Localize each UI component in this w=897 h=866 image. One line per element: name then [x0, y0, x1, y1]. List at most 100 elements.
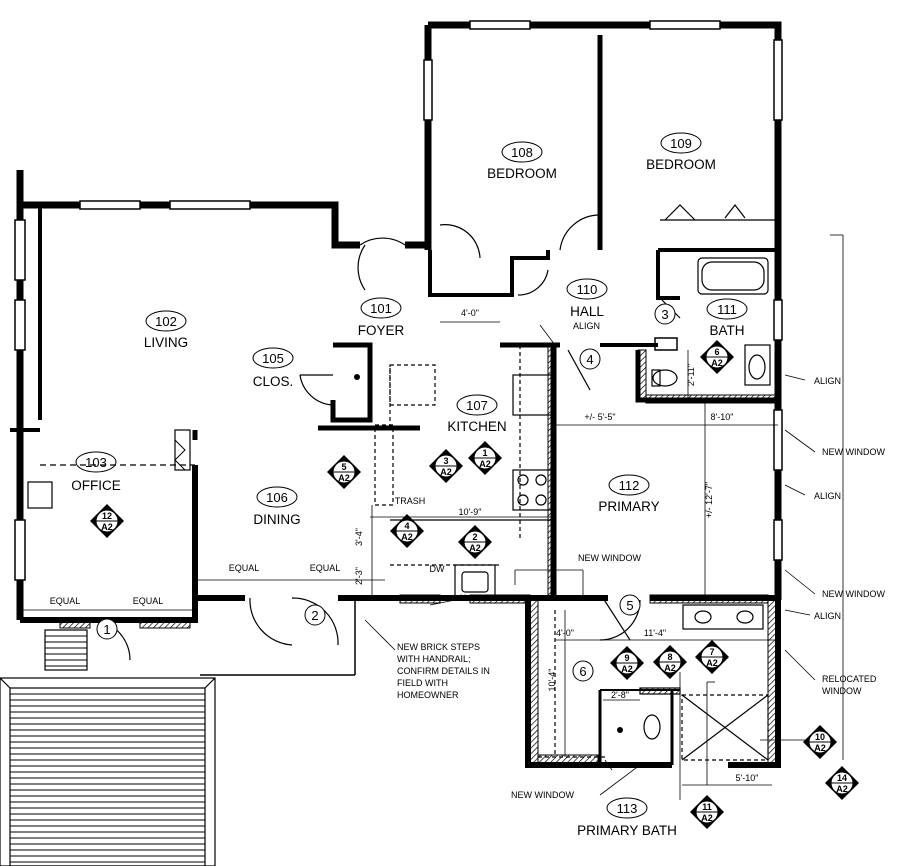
section-tag-number: 14: [837, 773, 847, 783]
section-tag-sheet: A2: [664, 663, 676, 673]
note-steps-3: CONFIRM DETAILS IN: [397, 666, 490, 676]
note-new-window-4: NEW WINDOW: [511, 790, 574, 800]
door-tag-1: 1: [103, 622, 110, 637]
section-tag-number: 4: [404, 521, 409, 531]
section-tag-2: 2A2: [458, 525, 492, 559]
dim-foyer-width: 4'-0": [461, 308, 479, 318]
section-tag-number: 2: [472, 532, 477, 542]
section-tag-1: 1A2: [468, 441, 502, 475]
room-number-111: 111: [717, 302, 737, 317]
bath-marker: [617, 727, 623, 733]
dim-kitchen-width: 10'-9": [459, 507, 482, 517]
section-tag-7: 7A2: [695, 640, 729, 674]
section-tag-number: 10: [815, 732, 825, 742]
section-tag-sheet: A2: [621, 664, 633, 674]
note-align-hall: ALIGN: [573, 321, 600, 331]
room-number-108: 108: [511, 145, 533, 160]
dim-pb-b: 11'-4": [644, 628, 666, 638]
dimension-labels: 4'-0" +/- 5'-5" 8'-10" 2'-11" +/- 12'-7"…: [50, 308, 759, 783]
room-number-105: 105: [262, 351, 284, 366]
label-dishwasher: DW: [430, 564, 445, 574]
dim-hall-width: +/- 5'-5": [584, 412, 615, 422]
section-tag-3: 3A2: [429, 449, 463, 483]
room-number-101: 101: [370, 301, 392, 316]
door-tag-3: 3: [661, 307, 668, 322]
room-name-dining: DINING: [253, 512, 300, 527]
stair-treads: [10, 635, 205, 863]
room-number-oval: [360, 297, 402, 319]
door-tag-6: 6: [579, 664, 586, 679]
room-number-106: 106: [266, 490, 288, 505]
room-name-primary-bath: PRIMARY BATH: [577, 823, 677, 838]
dim-pb-a: 4'-0": [556, 628, 574, 638]
door-tag-5: 5: [626, 598, 633, 613]
section-tag-sheet: A2: [101, 522, 113, 532]
room-number-112: 112: [619, 478, 640, 493]
section-tag-5: 5A2: [327, 455, 361, 489]
note-new-window-3: NEW WINDOW: [578, 553, 641, 563]
section-tag-number: 6: [714, 347, 719, 357]
fixtures: [0, 204, 775, 866]
room-labels: 101 FOYER 102 LIVING 103 OFFICE 105 CLOS…: [71, 132, 748, 838]
dim-kitchen-a: 3'-4": [354, 528, 364, 546]
windows: [14, 20, 783, 581]
closet-marker: [354, 374, 360, 380]
section-tag-number: 7: [709, 647, 714, 657]
note-new-window-1: NEW WINDOW: [822, 447, 885, 457]
dim-equal-4: EQUAL: [133, 596, 164, 606]
dim-bath-width: 8'-10": [711, 412, 734, 422]
note-relocated-window-2: WINDOW: [822, 686, 862, 696]
dim-primary-depth: +/- 12'-7": [704, 482, 714, 518]
room-name-kitchen: KITCHEN: [447, 419, 506, 434]
room-name-closet: CLOS.: [253, 374, 294, 389]
dim-equal-3: EQUAL: [50, 596, 81, 606]
dim-kitchen-b: 2'-3": [354, 567, 364, 585]
room-name-office: OFFICE: [71, 478, 121, 493]
note-steps-1: NEW BRICK STEPS: [397, 642, 480, 652]
section-tag-sheet: A2: [469, 543, 481, 553]
section-tags: 2A23A21A24A25A26A27A28A29A210A211A212A21…: [90, 340, 859, 829]
door-tag-2: 2: [311, 608, 318, 623]
section-tag-sheet: A2: [338, 473, 350, 483]
bath-accessory: [654, 337, 678, 351]
room-name-hall: HALL: [570, 304, 604, 319]
section-tag-8: 8A2: [653, 645, 687, 679]
room-number-109: 109: [670, 136, 692, 151]
section-tag-6: 6A2: [700, 340, 734, 374]
room-number-113: 113: [617, 801, 638, 816]
section-tag-sheet: A2: [440, 467, 452, 477]
room-number-103: 103: [85, 455, 107, 470]
note-relocated-window-1: RELOCATED: [822, 674, 877, 684]
section-tag-number: 8: [667, 652, 672, 662]
note-align-pb: ALIGN: [814, 611, 841, 621]
room-name-living: LIVING: [144, 335, 188, 350]
room-name-bedroom-109: BEDROOM: [646, 157, 716, 172]
dim-equal-2: EQUAL: [310, 563, 341, 573]
section-tag-9: 9A2: [610, 646, 644, 680]
door-tag-4: 4: [586, 352, 593, 367]
section-tag-sheet: A2: [479, 459, 491, 469]
room-number-102: 102: [155, 314, 177, 329]
door-tags: 1 2 3 4 5 6: [96, 303, 676, 682]
dimension-lines: [22, 234, 844, 800]
section-tag-sheet: A2: [836, 784, 848, 794]
room-name-primary: PRIMARY: [598, 499, 659, 514]
room-name-bath: BATH: [709, 323, 744, 338]
note-align-kitchen: ALIGN: [458, 593, 485, 603]
section-tag-sheet: A2: [706, 658, 718, 668]
room-name-bedroom-108: BEDROOM: [487, 166, 557, 181]
section-tag-number: 3: [443, 456, 448, 466]
wall-hatch: [59, 344, 779, 766]
room-name-foyer: FOYER: [358, 323, 405, 338]
section-tag-number: 5: [341, 462, 346, 472]
label-trash: TRASH: [395, 496, 426, 506]
dim-pb-d: 2'-8": [611, 690, 629, 700]
section-tag-number: 1: [482, 448, 487, 458]
section-tag-number: 11: [702, 802, 712, 812]
note-align-bath: ALIGN: [814, 376, 841, 386]
section-tag-number: 12: [102, 511, 112, 521]
